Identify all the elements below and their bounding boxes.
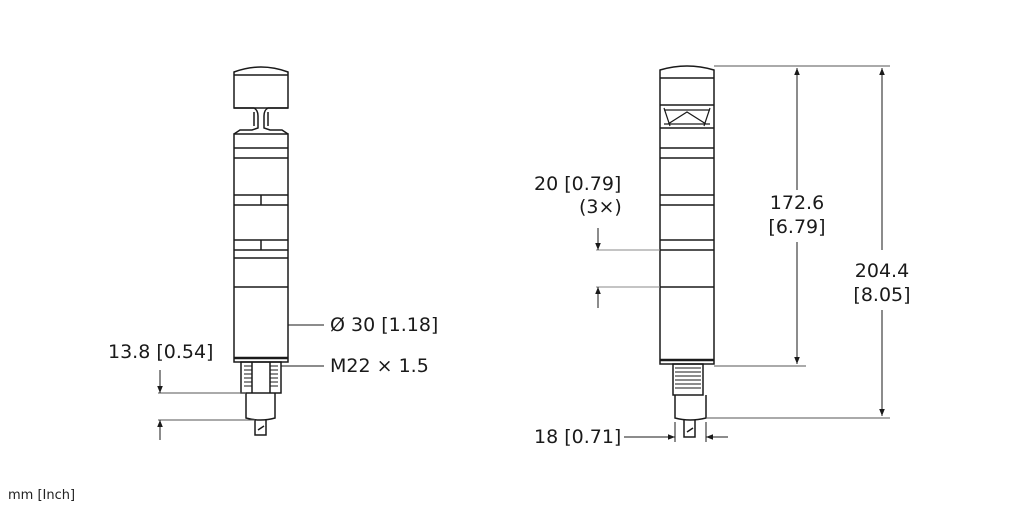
diameter-label: Ø 30 [1.18] bbox=[330, 314, 439, 336]
total-height-label-in: [8.05] bbox=[853, 284, 911, 306]
body-height-label-mm: 172.6 bbox=[769, 192, 825, 214]
thread-length-label: 13.8 [0.54] bbox=[108, 341, 214, 363]
segment-count-label: (3×) bbox=[579, 196, 622, 218]
right-dimension-lines bbox=[595, 65, 890, 442]
units-note: mm [Inch] bbox=[8, 488, 76, 503]
connector-width-label: 18 [0.71] bbox=[534, 426, 622, 448]
signal-tower-front-view bbox=[233, 66, 289, 436]
signal-tower-side-view bbox=[659, 65, 715, 438]
segment-height-label: 20 [0.79] bbox=[534, 173, 622, 195]
total-height-label-mm: 204.4 bbox=[854, 260, 910, 282]
thread-label: M22 × 1.5 bbox=[330, 355, 429, 377]
left-dimension-lines bbox=[157, 324, 324, 440]
body-height-label-in: [6.79] bbox=[768, 216, 826, 238]
